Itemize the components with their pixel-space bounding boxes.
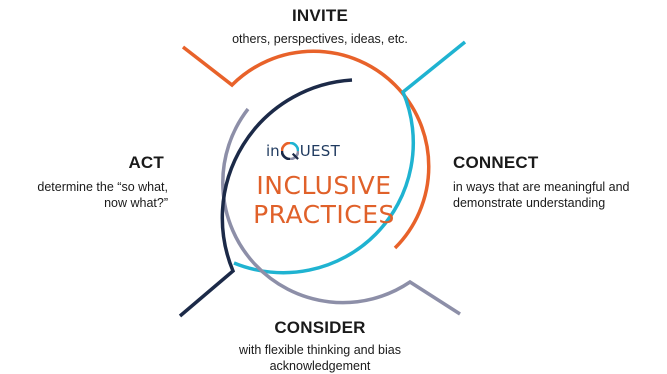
act-block: ACT determine the “so what, now what?” [0,153,168,212]
consider-heading: CONSIDER [274,318,366,337]
inquest-logo: in UEST [266,137,376,165]
center-title: INCLUSIVE PRACTICES [216,171,432,230]
logo-q-icon [280,142,299,160]
consider-description: with flexible thinking and bias acknowle… [170,342,470,374]
connect-heading: CONNECT [453,153,539,172]
logo-prefix: in [266,142,280,160]
logo-suffix: UEST [299,142,341,160]
act-arc [178,78,353,318]
act-description-line-2: now what?” [104,196,168,211]
connect-block: CONNECT in ways that are meaningful and … [453,153,667,212]
connect-description-line-2: demonstrate understanding [453,196,606,211]
invite-arc [181,45,431,250]
consider-block: CONSIDER with flexible thinking and bias… [170,318,470,374]
consider-description-line-2: acknowledgement [269,358,371,373]
connect-description: in ways that are meaningful and demonstr… [453,179,667,213]
invite-heading: INVITE [292,6,348,25]
connect-arc [233,40,467,275]
connect-description-line-1: in ways that are meaningful and [453,179,630,194]
act-heading: ACT [128,153,164,172]
consider-arc [221,107,461,316]
center-title-line-1: INCLUSIVE [256,171,392,200]
invite-description: others, perspectives, ideas, etc. [232,31,408,46]
invite-block: INVITE others, perspectives, ideas, etc. [170,6,470,46]
consider-description-line-1: with flexible thinking and bias [239,342,401,357]
act-description: determine the “so what, now what?” [0,179,168,213]
act-description-line-1: determine the “so what, [37,179,168,194]
center-title-line-2: PRACTICES [253,199,395,229]
